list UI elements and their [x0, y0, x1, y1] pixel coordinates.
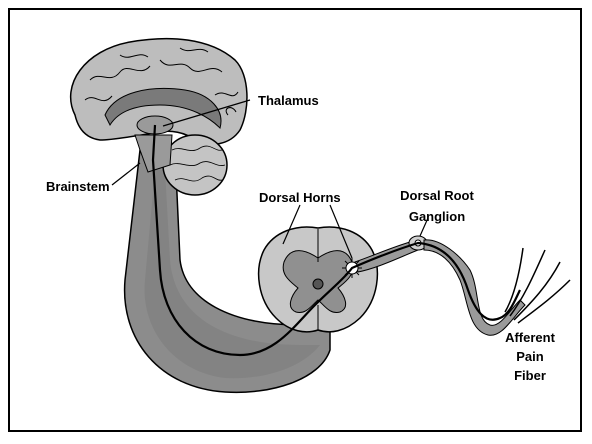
peripheral-nerve — [424, 240, 525, 335]
afferent-pain-fiber-line2: Pain — [500, 349, 560, 364]
afferent-pain-fiber-line1: Afferent — [500, 330, 560, 345]
dorsal-root-ganglion-label-line2: Ganglion — [392, 209, 482, 224]
dorsal-horns-label: Dorsal Horns — [259, 190, 341, 205]
afferent-pain-fiber-line3: Fiber — [500, 368, 560, 383]
dorsal-root-ganglion-label-line1: Dorsal Root — [392, 188, 482, 203]
thalamus-label: Thalamus — [258, 93, 319, 108]
afferent-pain-fiber-label: Afferent Pain Fiber — [500, 330, 560, 383]
central-canal — [313, 279, 323, 289]
brainstem-label: Brainstem — [46, 179, 110, 194]
dorsal-root-ganglion-label: Dorsal Root Ganglion — [392, 188, 482, 224]
